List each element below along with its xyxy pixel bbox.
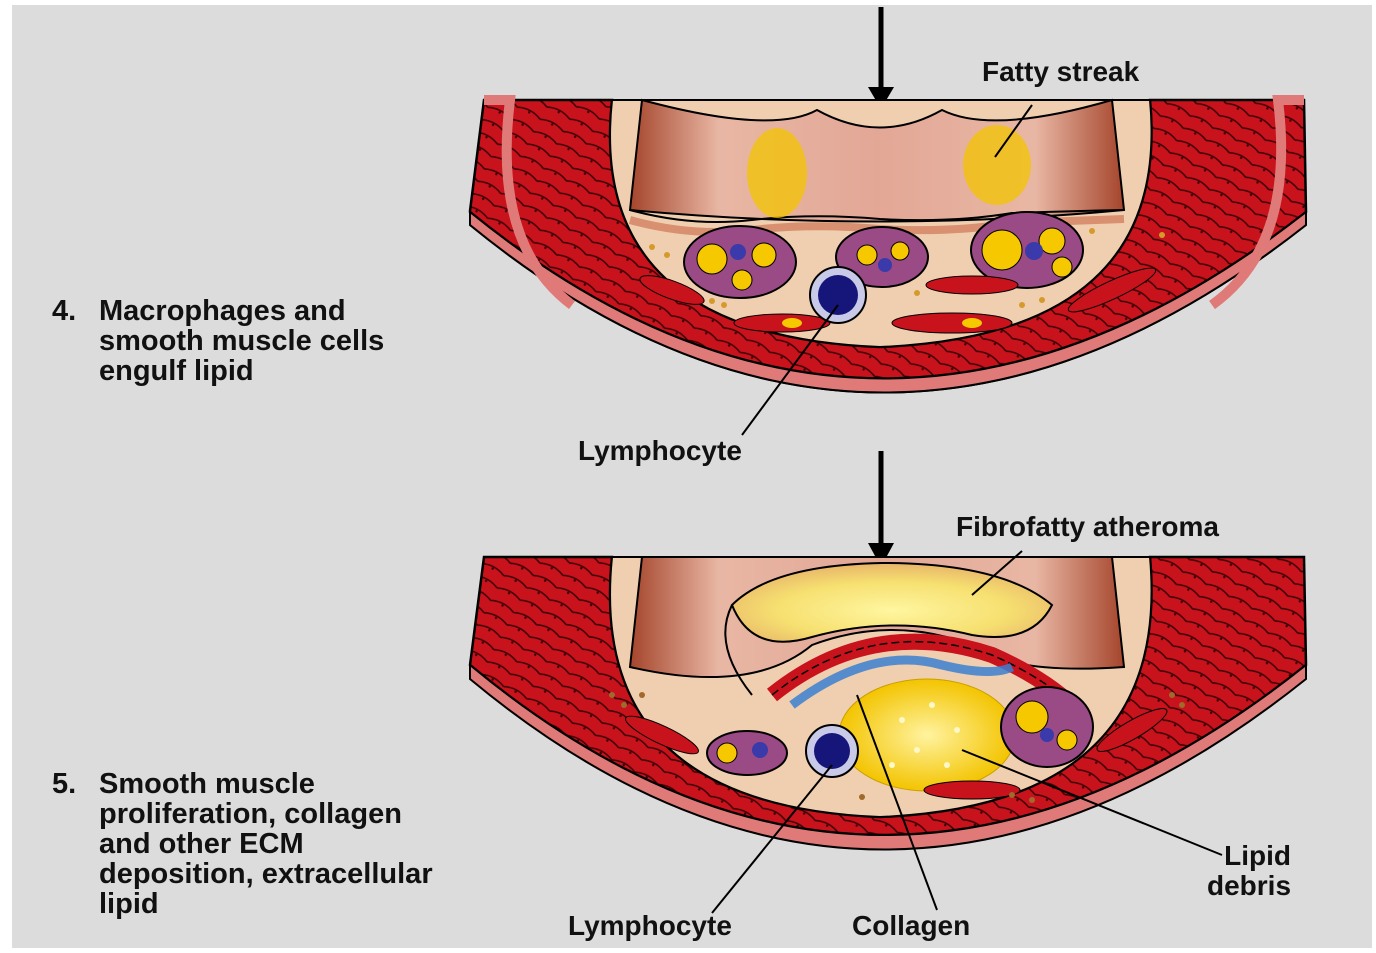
label-fatty-streak: Fatty streak bbox=[982, 57, 1139, 87]
label-lymphocyte-bottom: Lymphocyte bbox=[568, 911, 732, 941]
vessel-fibrofatty-atheroma bbox=[470, 557, 1306, 850]
arrow-down-top bbox=[868, 7, 894, 109]
step-5-number: 5. bbox=[52, 769, 76, 799]
step-4-number: 4. bbox=[52, 296, 76, 326]
label-lymphocyte-top: Lymphocyte bbox=[578, 436, 742, 466]
diagram-stage: 4. Macrophages and smooth muscle cells e… bbox=[12, 5, 1372, 948]
vessel-fatty-streak bbox=[470, 100, 1306, 393]
label-lipid-debris: Lipid debris bbox=[1207, 841, 1291, 901]
label-collagen: Collagen bbox=[852, 911, 970, 941]
step-5-text: Smooth muscle proliferation, collagen an… bbox=[99, 769, 433, 919]
label-fibrofatty-atheroma: Fibrofatty atheroma bbox=[956, 512, 1219, 542]
arrow-down-bottom bbox=[868, 451, 894, 567]
step-4-text: Macrophages and smooth muscle cells engu… bbox=[99, 296, 384, 386]
